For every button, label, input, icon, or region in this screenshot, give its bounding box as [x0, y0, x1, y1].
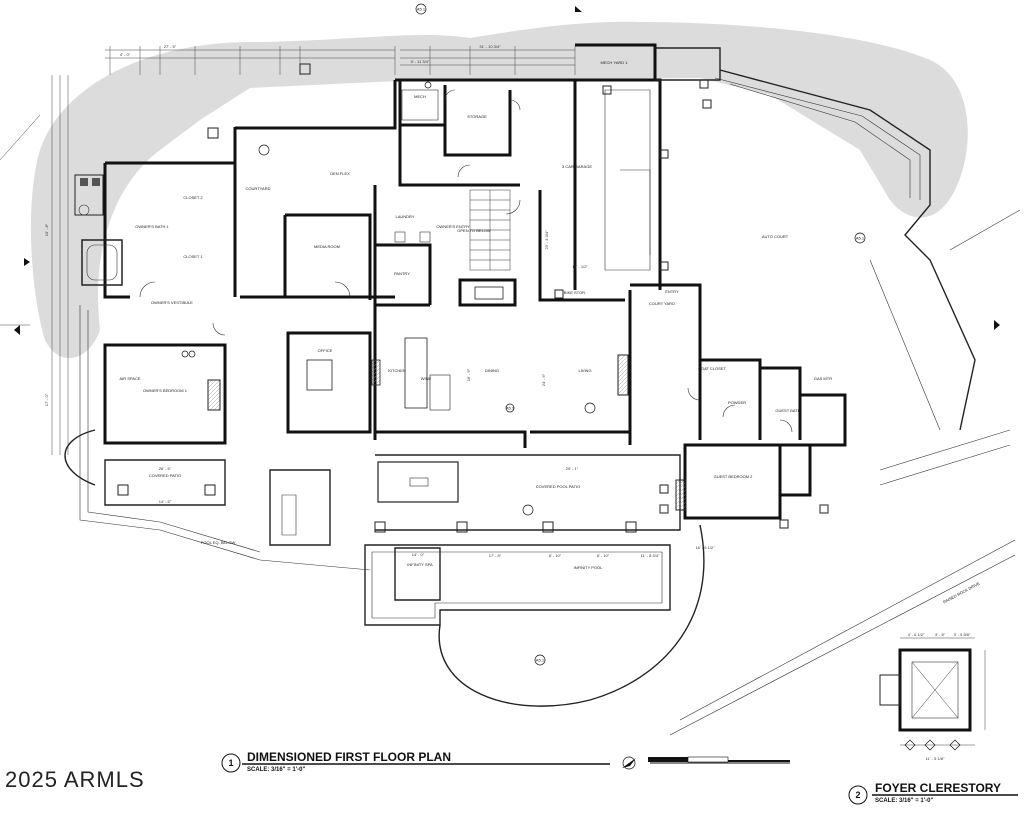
room-guest-bedroom: GUEST BEDROOM 2 — [714, 474, 754, 479]
dim-pool-3: 8' - 10" — [549, 553, 562, 558]
landscape-zone — [30, 21, 968, 359]
dim-top-1: 27' - 5" — [164, 44, 177, 49]
kitchen-island — [306, 286, 504, 503]
inset-dim-3: 3' - 5 5/8" — [954, 632, 971, 637]
room-pool-eq: POOL EQ. BELOW — [201, 540, 236, 545]
scale-bar — [648, 756, 790, 764]
dim-patio-2: 14' - 6" — [159, 499, 172, 504]
dim-patio-w: 26' - 6" — [159, 466, 172, 471]
inset-title-block: 2 FOYER CLERESTORY SCALE: 3/16" = 1'-0" — [848, 781, 1018, 805]
inset-dim-4: 11' - 5 1/8" — [926, 756, 945, 761]
inset-dim-1: 4' - 6 1/2" — [908, 632, 925, 637]
section-tags: A5.1 A5.1 A5.1 A5.1 — [14, 3, 1000, 666]
room-open-to-below: OPEN TO BELOW — [457, 228, 491, 233]
dim-top-4: 9' - 11 3/4" — [411, 59, 430, 64]
room-coat-closet: COAT CLOSET — [698, 366, 726, 371]
room-dining: DINING — [485, 368, 499, 373]
room-pantry: PANTRY — [394, 271, 410, 276]
room-closet-1: CLOSET 1 — [183, 254, 203, 259]
dim-kitchen-w: 29' - 1" — [566, 466, 579, 471]
room-owners-entry: OWNER'S ENTRY — [436, 224, 470, 229]
door-swings — [139, 89, 793, 433]
room-mech: MECH — [414, 94, 426, 99]
dim-pool-2: 17' - 8" — [489, 553, 502, 558]
room-infinity-pool: INFINITY POOL — [574, 565, 604, 570]
column-markers — [117, 63, 829, 533]
dim-left-2: 10' - 8" — [44, 223, 49, 236]
dim-garage-h: 23' - 3 3/4" — [544, 230, 549, 250]
main-title-block: 1 DIMENSIONED FIRST FLOOR PLAN SCALE: 3/… — [221, 750, 790, 773]
room-raised-rock-drive: RAISED ROCK DRIVE — [942, 581, 981, 605]
retaining-walls — [669, 69, 1021, 736]
section-tag-bottom: A5.1 — [536, 658, 545, 663]
section-tag-center: A5.1 — [506, 406, 515, 411]
top-dimension-strings: 27' - 5" 31' - 10 3/4" 4' - 0" 9' - 11 3… — [105, 44, 576, 75]
dim-pool-4: 8' - 10" — [597, 553, 610, 558]
dim-guest-w: 16' - 5 1/2" — [695, 545, 715, 550]
room-air-space: AIR SPACE — [119, 376, 140, 381]
room-entry: ENTRY — [665, 289, 679, 294]
room-laundry: LAUNDRY — [395, 214, 414, 219]
main-plan-title: DIMENSIONED FIRST FLOOR PLAN — [247, 750, 451, 764]
dim-living-h: 24' - 6" — [541, 373, 546, 386]
room-den-flex: DEN FLEX — [330, 171, 350, 176]
inset-dim-2: 3' - 6" — [935, 632, 946, 637]
room-powder: POWDER — [728, 400, 746, 405]
room-owners-vestibule: OWNER'S VESTIBULE — [151, 300, 193, 305]
stair — [469, 189, 511, 271]
room-living: LIVING — [578, 368, 591, 373]
main-building-walls — [64, 43, 847, 707]
room-auto-court: AUTO COURT — [762, 234, 789, 239]
room-media-room: MEDIA ROOM — [314, 244, 340, 249]
dim-left-1: 17' - 0" — [44, 393, 49, 406]
room-bike-storage: BIKE STOR. — [564, 290, 586, 295]
inset-plan-scale: SCALE: 3/16" = 1'-0" — [875, 798, 933, 804]
north-arrow-icon — [622, 756, 636, 770]
dim-top-2: 31' - 10 3/4" — [479, 44, 501, 49]
dim-top-3: 4' - 0" — [120, 52, 131, 57]
room-owners-bath: OWNER'S BATH 1 — [135, 224, 169, 229]
dim-pool-5: 11' - 8 3/4" — [641, 553, 660, 558]
main-plan-scale: SCALE: 3/16" = 1'-0" — [247, 767, 305, 773]
room-storage: STORAGE — [467, 114, 487, 119]
main-plan-number: 1 — [228, 758, 233, 768]
room-wine: WINE — [421, 376, 432, 381]
dim-garage-w: 15' - 1/2" — [572, 264, 588, 269]
room-mech-yard: MECH YARD 1 — [601, 60, 629, 65]
room-infinity-spa: INFINITY SPA — [407, 562, 433, 567]
dim-dining-h: 16' - 9" — [466, 368, 471, 381]
room-closet-2: CLOSET 2 — [183, 195, 203, 200]
room-covered-patio-left: COVERED PATIO — [149, 473, 181, 478]
room-courtyard: COURTYARD — [246, 186, 271, 191]
section-tag-top: A5.1 — [417, 7, 426, 12]
room-owners-bedroom: OWNER'S BEDROOM 1 — [143, 388, 188, 393]
room-court-yard: COURT YARD — [649, 301, 675, 306]
section-tag-right: A5.1 — [856, 236, 865, 241]
room-office: OFFICE — [318, 348, 333, 353]
armls-watermark: 2025 ARMLS — [5, 767, 145, 792]
dim-pool-1: 14' - 0" — [412, 552, 425, 557]
room-guest-bath: GUEST BATH — [775, 408, 800, 413]
foyer-clerestory-plan: 4' - 6 1/2" 3' - 6" 3' - 5 5/8" 11' - 5 … — [879, 632, 986, 761]
room-covered-pool-patio: COVERED POOL PATIO — [536, 484, 580, 489]
bath-fixtures — [74, 89, 687, 511]
interior-dimensions: 23' - 3 3/4" 15' - 1/2" 16' - 9" 24' - 6… — [159, 230, 715, 558]
room-garage: 3 CAR GARAGE — [562, 164, 592, 169]
inset-plan-title: FOYER CLERESTORY — [875, 781, 1001, 795]
room-kitchen: KITCHEN — [388, 368, 406, 373]
left-dimension-strings: 17' - 0" 10' - 8" — [0, 75, 69, 455]
room-gas-meter: GAS MTR — [814, 376, 832, 381]
inset-plan-number: 2 — [855, 790, 860, 800]
